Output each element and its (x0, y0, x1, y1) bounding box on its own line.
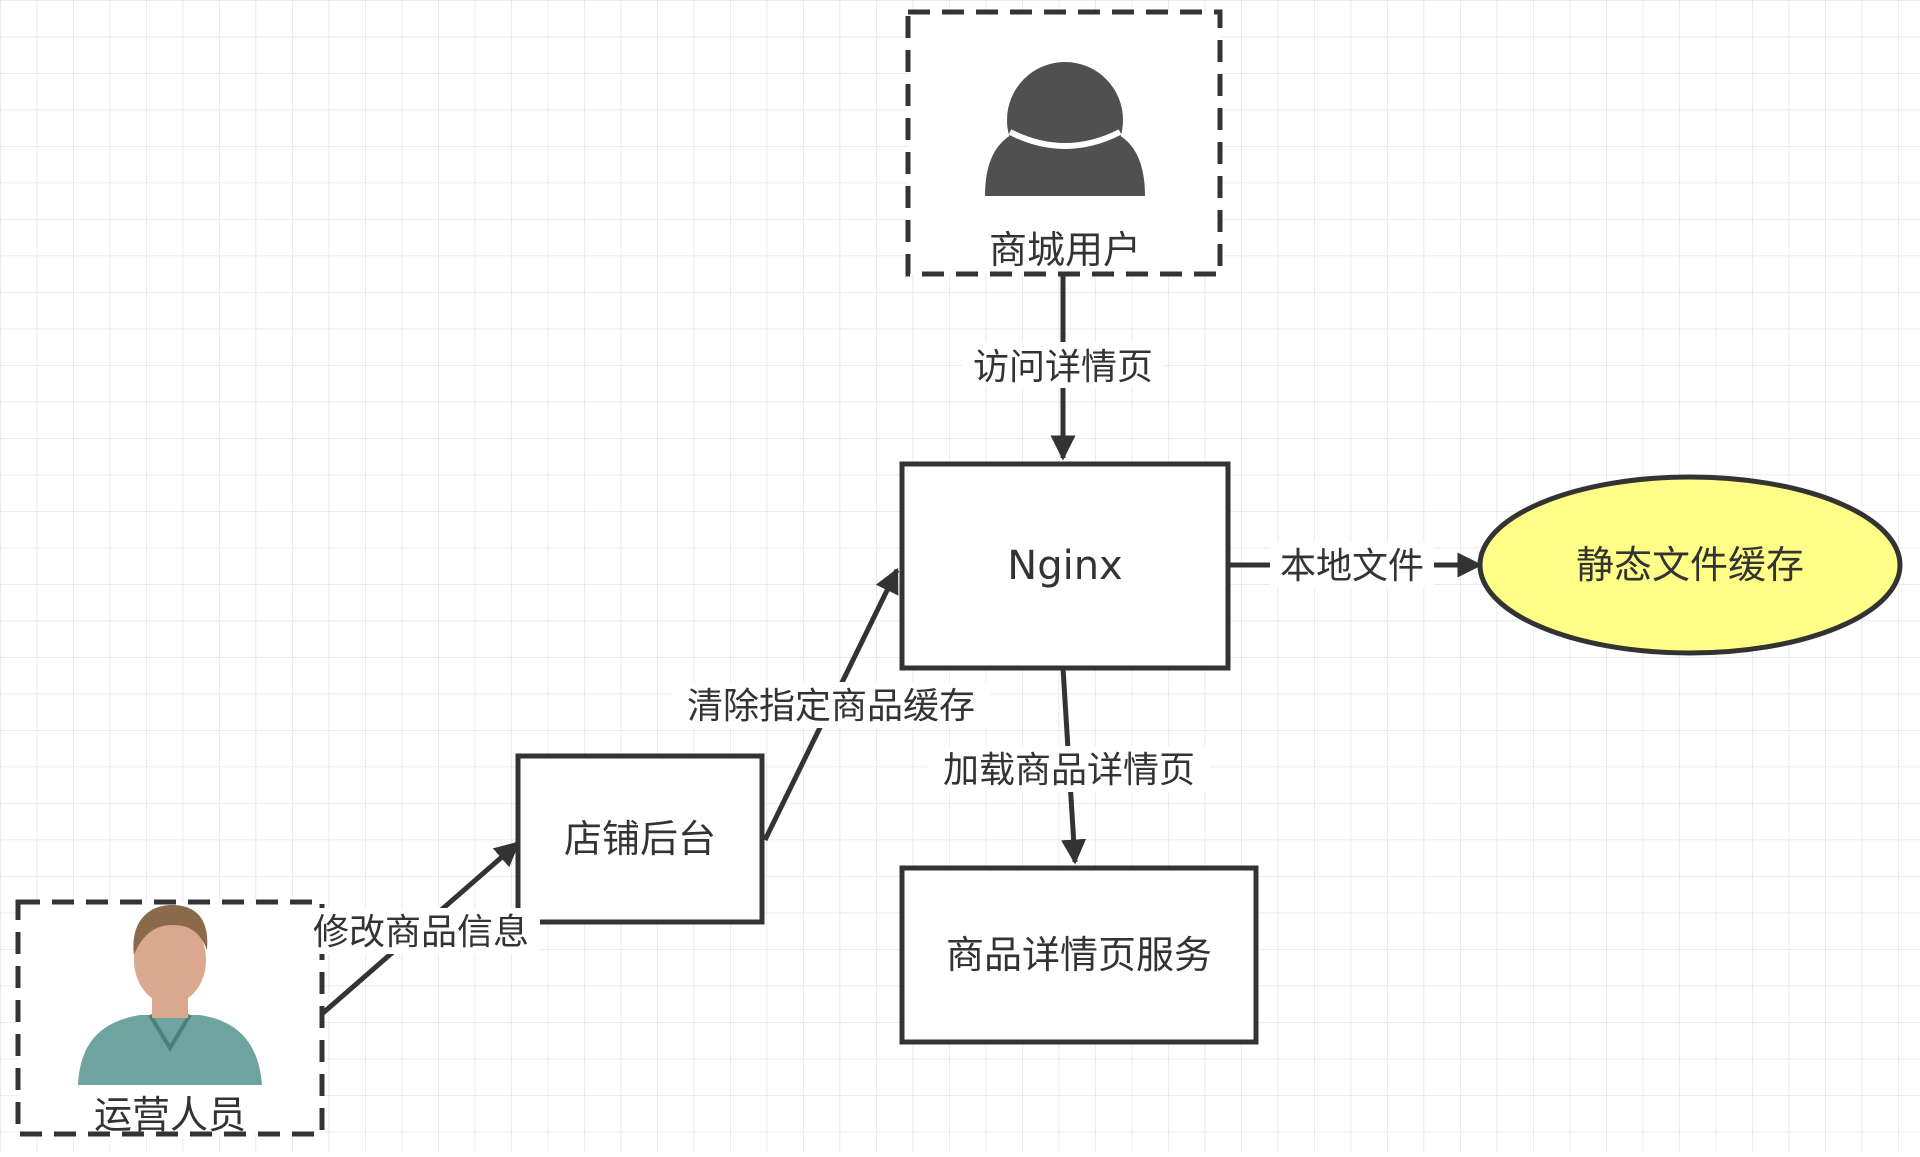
local-file-label: 本地文件 (1280, 546, 1424, 587)
clear-cache-label: 清除指定商品缓存 (687, 686, 975, 727)
static-cache-label: 静态文件缓存 (1576, 543, 1804, 587)
modify-info-label: 修改商品信息 (313, 912, 529, 953)
node-detail-service: 商品详情页服务 (899, 865, 1259, 1045)
static-cache-ellipse (1477, 474, 1903, 656)
nginx-box (899, 461, 1231, 671)
node-static-cache: 静态文件缓存 (1477, 474, 1903, 656)
node-shop-backend: 店铺后台 (515, 753, 765, 925)
shop-backend-label: 店铺后台 (564, 817, 716, 861)
person-avatar-icon (78, 905, 262, 1085)
edge-label-load-detail: 加载商品详情页 (928, 746, 1210, 792)
edge-label-local-file: 本地文件 (1270, 542, 1434, 588)
detail-service-label: 商品详情页服务 (946, 933, 1212, 977)
node-nginx: Nginx (899, 461, 1231, 671)
load-detail-label: 加载商品详情页 (943, 750, 1195, 791)
node-operator: 运营人员 (15, 899, 325, 1137)
detail-service-box (899, 865, 1259, 1045)
nginx-label: Nginx (1007, 543, 1122, 589)
shop-backend-box (515, 753, 765, 925)
mall-user-label: 商城用户 (989, 228, 1141, 272)
edge-label-visit-detail: 访问详情页 (962, 342, 1164, 388)
node-mall-user: 商城用户 (905, 9, 1223, 277)
operator-label: 运营人员 (94, 1093, 246, 1137)
edge-label-clear-cache: 清除指定商品缓存 (672, 682, 990, 728)
visit-detail-label: 访问详情页 (973, 347, 1153, 388)
edge-label-modify-info: 修改商品信息 (302, 908, 540, 954)
user-silhouette-icon (985, 62, 1145, 196)
